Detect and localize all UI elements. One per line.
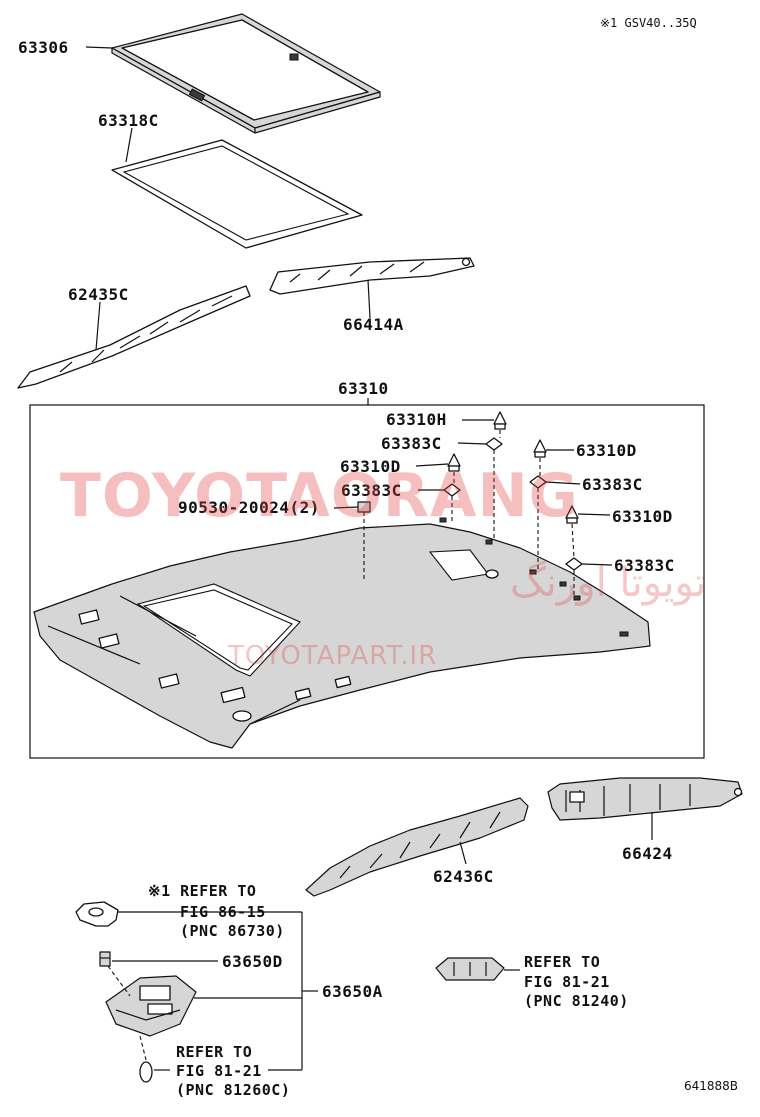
leader-63383C-c [545, 481, 581, 485]
roof-side-trim-lower-part[interactable] [305, 797, 529, 897]
leader-63318C [125, 127, 133, 163]
leader-63383C-a [457, 442, 487, 445]
installation-line-bulb [139, 1035, 147, 1061]
leader-63383C-d [581, 563, 613, 566]
label-90530[interactable]: 90530-20024(2) [178, 498, 320, 517]
leader-90530 [333, 506, 359, 509]
installation-line-63650D [107, 965, 131, 997]
watermark-brand: TOYOTAORANG [60, 461, 579, 531]
roof-side-trim-left-part[interactable] [17, 285, 251, 389]
holder-63383C-b[interactable] [443, 483, 461, 497]
label-63310D-b[interactable]: 63310D [576, 441, 637, 460]
clip-63310D-c[interactable] [565, 505, 579, 524]
leader-62436C [459, 841, 467, 865]
label-63383C-d[interactable]: 63383C [614, 556, 675, 575]
ref3-line1[interactable]: REFER TO [176, 1043, 252, 1061]
label-66424[interactable]: 66424 [622, 844, 673, 863]
ref2-line1[interactable]: REFER TO [524, 953, 600, 971]
headliner-part[interactable] [33, 517, 651, 749]
label-62436C[interactable]: 62436C [433, 867, 494, 886]
sunshade-panel-part[interactable] [111, 13, 381, 134]
leader-63310D-c [577, 513, 611, 516]
label-63650A[interactable]: 63650A [322, 982, 383, 1001]
label-63306[interactable]: 63306 [18, 38, 69, 57]
roof-side-garnish-part[interactable] [547, 777, 743, 821]
holder-63383C-a[interactable] [485, 437, 503, 451]
leader-63310D-a [415, 463, 449, 467]
installation-lines [363, 430, 575, 596]
leader-66414A [367, 279, 371, 319]
figure-code: 641888B [684, 1079, 738, 1093]
label-63383C-a[interactable]: 63383C [381, 434, 442, 453]
leader-62435C [95, 301, 101, 351]
map-lamp-housing-part[interactable] [105, 975, 197, 1037]
label-63310[interactable]: 63310 [338, 379, 389, 398]
ref3-line3[interactable]: (PNC 81260C) [176, 1081, 290, 1099]
label-63310D-c[interactable]: 63310D [612, 507, 673, 526]
label-63650D[interactable]: 63650D [222, 952, 283, 971]
bulb-part[interactable] [139, 1061, 153, 1083]
label-63383C-b[interactable]: 63383C [341, 481, 402, 500]
clip-63310D-a[interactable] [447, 453, 461, 472]
clip-63310H[interactable] [493, 411, 507, 430]
label-63310D-a[interactable]: 63310D [340, 457, 401, 476]
variant-note: ※1 GSV40..35Q [600, 16, 697, 30]
ref1-line3[interactable]: (PNC 86730) [180, 922, 285, 940]
label-62435C[interactable]: 62435C [68, 285, 129, 304]
weatherstrip-part[interactable] [111, 139, 363, 249]
label-63318C[interactable]: 63318C [98, 111, 159, 130]
label-66414A[interactable]: 66414A [343, 315, 404, 334]
ref3-line2[interactable]: FIG 81-21 [176, 1062, 262, 1080]
ref1-line2[interactable]: FIG 86-15 [180, 903, 266, 921]
headliner-group-box [29, 404, 705, 759]
roof-side-trim-right-part[interactable] [269, 257, 475, 295]
leader-63306 [85, 46, 113, 49]
watermark-farsi: تویوتا اورنگ [510, 560, 706, 606]
watermark-url: TOYOTAPART.IR [227, 641, 437, 671]
ref1-part-sketch[interactable] [75, 901, 119, 927]
label-63310H[interactable]: 63310H [386, 410, 447, 429]
clip-63310D-b[interactable] [533, 439, 547, 458]
ref2-part-sketch[interactable] [435, 957, 505, 981]
ref2-line2[interactable]: FIG 81-21 [524, 973, 610, 991]
clip-63650D[interactable] [99, 951, 111, 967]
ref1-line1[interactable]: ※1 REFER TO [148, 882, 256, 900]
label-63383C-c[interactable]: 63383C [582, 475, 643, 494]
ref2-line3[interactable]: (PNC 81240) [524, 992, 629, 1010]
